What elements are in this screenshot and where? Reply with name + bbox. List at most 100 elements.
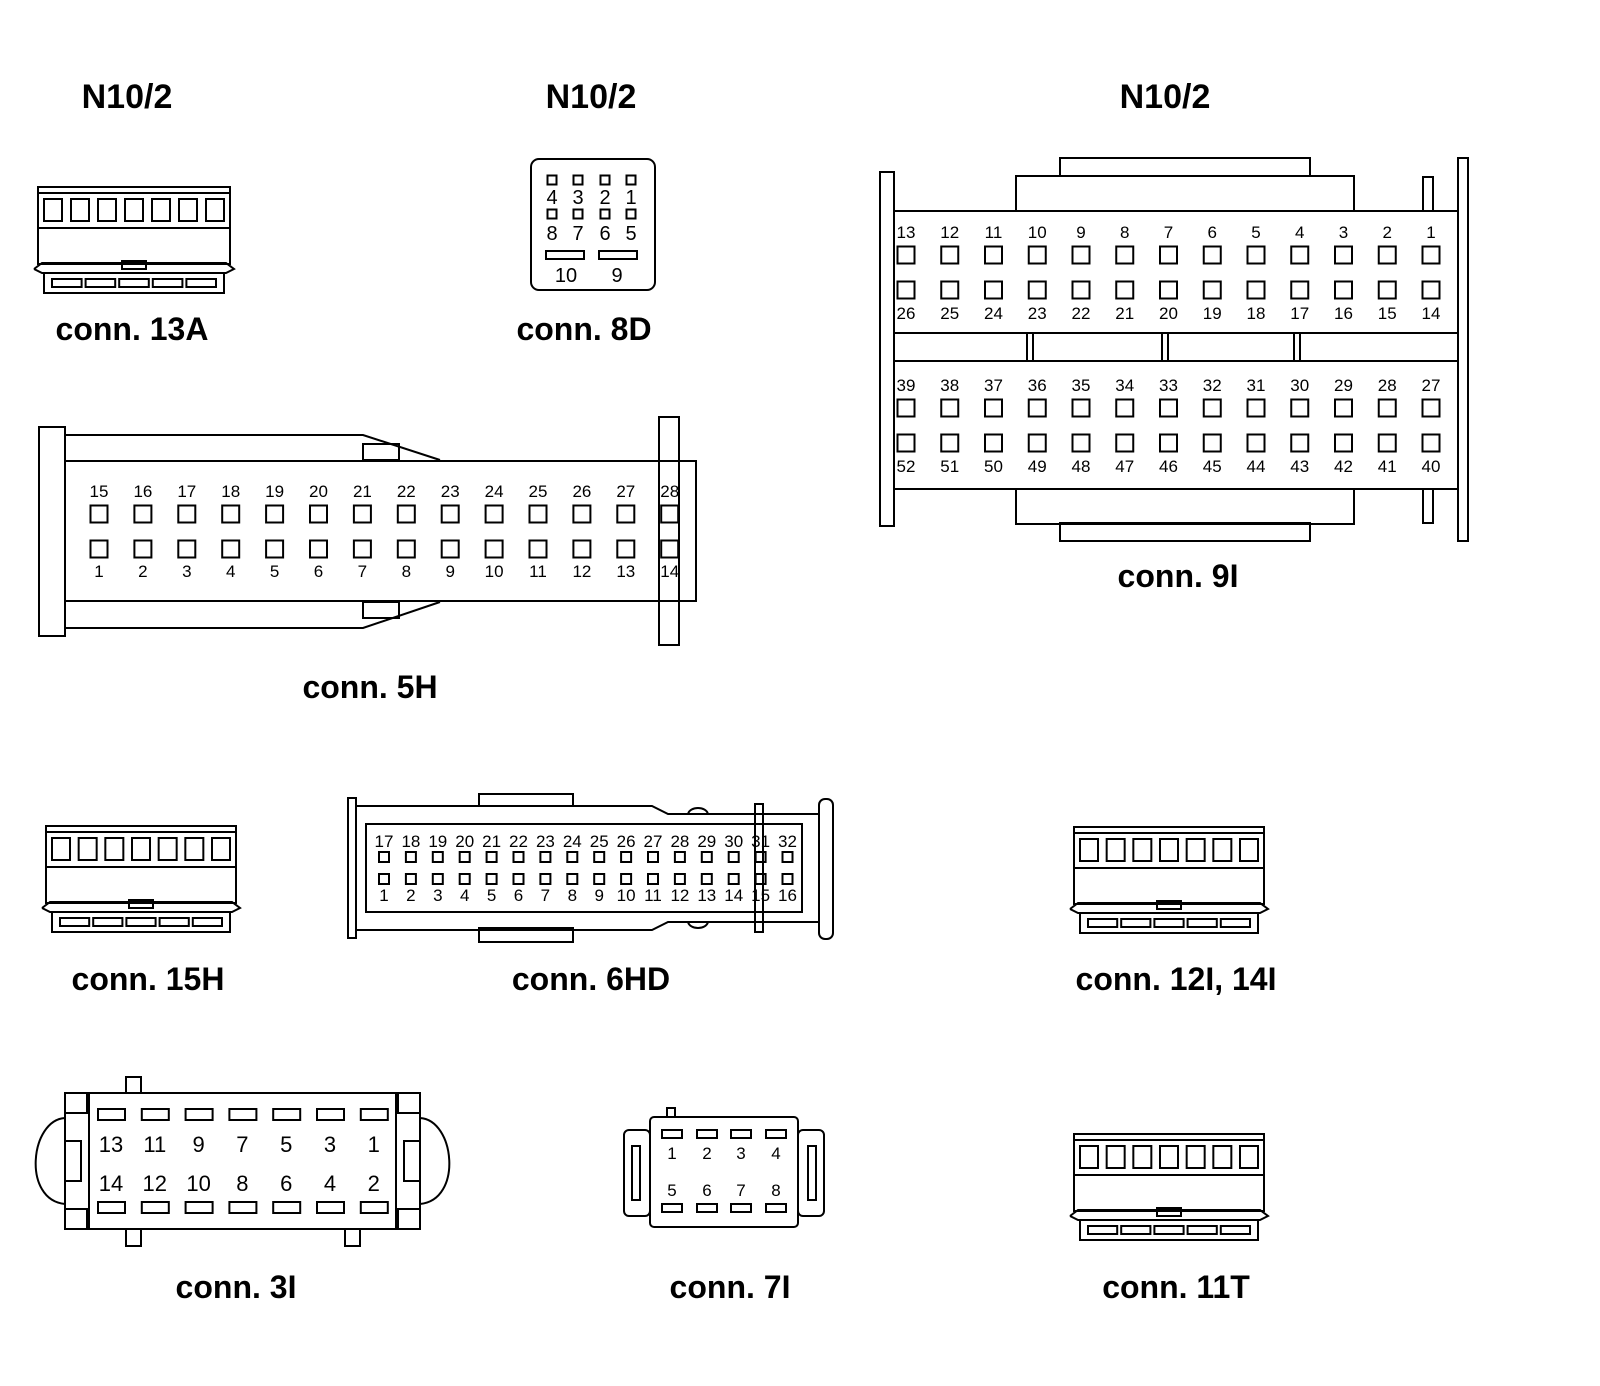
rail-slot	[92, 917, 124, 927]
pin-socket	[599, 208, 611, 220]
pin-socket	[896, 245, 916, 265]
pin-number: 10	[1028, 223, 1047, 242]
conn-6hd-latch	[687, 807, 709, 815]
conn-5h-key	[362, 601, 400, 619]
pin-cavity	[1159, 1145, 1179, 1169]
pin-number: 12	[143, 1171, 167, 1196]
pin-number: 39	[897, 376, 916, 395]
rail-slot	[1087, 918, 1119, 928]
pin-number: 46	[1159, 457, 1178, 476]
pin-cavity	[51, 837, 71, 861]
pin-socket-wide	[545, 250, 585, 260]
pin-socket	[378, 851, 390, 863]
pin-number: 15	[90, 482, 109, 501]
pin-number: 9	[611, 265, 622, 287]
pin-socket-slot	[316, 1108, 345, 1121]
conn-3i-side-slot	[64, 1140, 82, 1182]
pin-cavity	[1212, 1145, 1233, 1169]
rail-slot	[1087, 1225, 1119, 1235]
pin-socket-slot	[765, 1129, 787, 1139]
pin-number: 15	[751, 886, 770, 905]
pin-socket	[133, 504, 153, 524]
conn-9i-right-flange	[1457, 157, 1469, 542]
rail-slot	[1186, 1225, 1218, 1235]
pin-socket	[1290, 433, 1310, 453]
pin-cavity	[43, 198, 63, 222]
pin-socket	[660, 504, 680, 524]
pin-socket	[1246, 398, 1266, 418]
pin-number: 9	[192, 1132, 204, 1157]
conn-11t-bottom-rail	[1079, 1219, 1259, 1241]
pin-socket	[1115, 433, 1135, 453]
pin-socket	[528, 504, 548, 524]
pin-socket	[431, 873, 444, 885]
pin-socket	[700, 873, 713, 885]
pin-socket	[1071, 280, 1091, 300]
pin-number: 35	[1072, 376, 1091, 395]
connector-label-5h: conn. 5H	[302, 669, 437, 705]
pin-socket-slot	[359, 1108, 389, 1121]
pin-socket	[484, 504, 504, 524]
pin-number: 22	[397, 482, 416, 501]
pin-cavity	[97, 198, 117, 222]
conn-6hd-right-flange	[818, 798, 834, 940]
pin-number: 6	[1208, 223, 1217, 242]
conn-9i-clip	[1422, 176, 1434, 212]
pin-number: 22	[509, 832, 528, 851]
pin-socket	[1159, 398, 1178, 418]
pin-cavity	[1185, 1145, 1206, 1169]
pin-number: 5	[280, 1132, 292, 1157]
conn-15h-bottom-rail	[51, 911, 231, 933]
pin-socket	[1334, 398, 1353, 418]
conn-12i-bottom-rail	[1079, 912, 1259, 934]
pin-number: 4	[460, 886, 469, 905]
pin-socket	[1027, 245, 1047, 265]
pin-socket	[572, 208, 584, 220]
conn-11t-body	[1073, 1174, 1265, 1212]
pin-socket	[673, 851, 686, 863]
pin-number: 28	[670, 832, 689, 851]
pin-number: 14	[99, 1171, 123, 1196]
conn-9i-bottom-shroud	[1015, 488, 1355, 525]
conn-12i-latch-rail	[1069, 902, 1270, 914]
pin-socket-slot	[765, 1203, 787, 1213]
pin-socket	[1377, 433, 1397, 453]
rail-slot	[151, 278, 184, 288]
conn-7i-slot	[631, 1145, 641, 1201]
pin-socket	[616, 539, 636, 559]
pin-number: 7	[236, 1132, 248, 1157]
pin-socket	[309, 504, 328, 524]
pin-cavity	[1132, 1145, 1153, 1169]
pin-cavity	[77, 837, 98, 861]
pin-number: 1	[625, 187, 636, 209]
header-label: N10/2	[546, 78, 637, 116]
conn-5h-top-rail	[65, 434, 441, 461]
pin-socket-slot	[228, 1108, 258, 1121]
pin-socket	[485, 851, 498, 863]
pin-socket	[440, 504, 460, 524]
pin-socket	[1334, 280, 1353, 300]
pin-number: 9	[445, 562, 454, 581]
pin-number: 23	[536, 832, 555, 851]
pin-socket	[309, 539, 328, 559]
pin-socket	[647, 851, 659, 863]
pin-number: 18	[221, 482, 240, 501]
rail-slot	[125, 917, 157, 927]
pin-socket-slot	[696, 1129, 718, 1139]
connector-label-12i-14i: conn. 12I, 14I	[1076, 961, 1277, 997]
pin-number: 1	[368, 1132, 380, 1157]
pin-socket-slot	[272, 1201, 302, 1214]
pin-number: 7	[572, 223, 583, 245]
conn-5h-body	[64, 460, 697, 602]
pin-number: 29	[697, 832, 716, 851]
pin-socket	[566, 873, 579, 885]
pin-number: 10	[617, 886, 636, 905]
pin-number: 1	[94, 562, 103, 581]
pin-socket	[781, 851, 794, 863]
pin-socket	[539, 851, 552, 863]
pin-socket-slot	[359, 1201, 389, 1214]
pin-number: 34	[1115, 376, 1134, 395]
pin-number: 4	[226, 562, 235, 581]
pin-socket	[539, 873, 552, 885]
